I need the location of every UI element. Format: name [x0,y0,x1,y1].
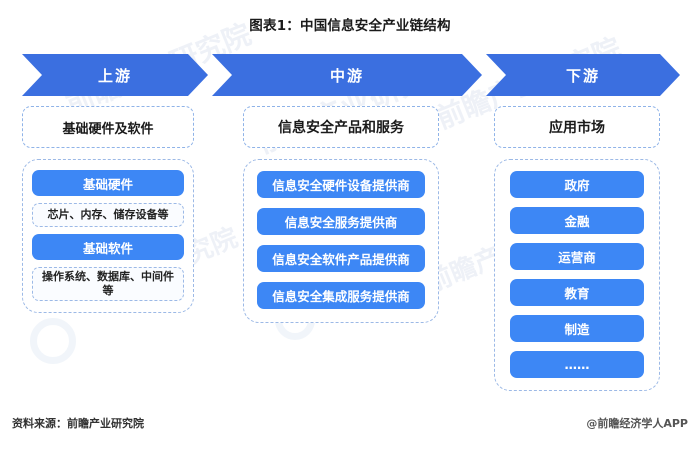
source-note: 资料来源：前瞻产业研究院 [12,417,144,430]
banner-segment-label: 下游 [565,66,600,85]
list-item: …… [510,351,644,378]
list-item: 运营商 [510,243,644,270]
column-header-midstream: 信息安全产品和服务 [243,106,439,148]
column-upstream: 基础硬件及软件 基础硬件 芯片、内存、储存设备等 基础软件 操作系统、数据库、中… [22,106,194,313]
value-chain-banner: 上游 中游 下游 [22,54,680,96]
column-header-upstream: 基础硬件及软件 [22,106,194,148]
list-item: 金融 [510,207,644,234]
banner-segment-upstream: 上游 [22,54,208,96]
list-item: 基础软件 [32,234,184,260]
watermark-logo-icon [30,318,76,364]
list-item: 信息安全集成服务提供商 [257,282,425,309]
list-item: 基础硬件 [32,170,184,196]
list-item: 操作系统、数据库、中间件等 [32,267,184,301]
page-title: 图表1：中国信息安全产业链结构 [249,18,451,34]
list-item: 政府 [510,171,644,198]
column-body-upstream: 基础硬件 芯片、内存、储存设备等 基础软件 操作系统、数据库、中间件等 [22,159,194,313]
list-item: 制造 [510,315,644,342]
banner-segment-label: 中游 [329,66,364,85]
banner-segment-downstream: 下游 [486,54,680,96]
column-header-downstream: 应用市场 [494,106,660,148]
column-downstream: 应用市场 政府 金融 运营商 教育 制造 …… [494,106,660,391]
banner-segment-label: 上游 [97,66,132,85]
list-item: 信息安全硬件设备提供商 [257,171,425,198]
banner-segment-midstream: 中游 [212,54,482,96]
list-item: 信息安全软件产品提供商 [257,245,425,272]
column-body-downstream: 政府 金融 运营商 教育 制造 …… [494,159,660,391]
list-item: 信息安全服务提供商 [257,208,425,235]
list-item: 芯片、内存、储存设备等 [32,203,184,227]
credit-note: @前瞻经济学人APP [586,417,688,430]
column-body-midstream: 信息安全硬件设备提供商 信息安全服务提供商 信息安全软件产品提供商 信息安全集成… [243,159,439,323]
list-item: 教育 [510,279,644,306]
column-midstream: 信息安全产品和服务 信息安全硬件设备提供商 信息安全服务提供商 信息安全软件产品… [243,106,439,323]
